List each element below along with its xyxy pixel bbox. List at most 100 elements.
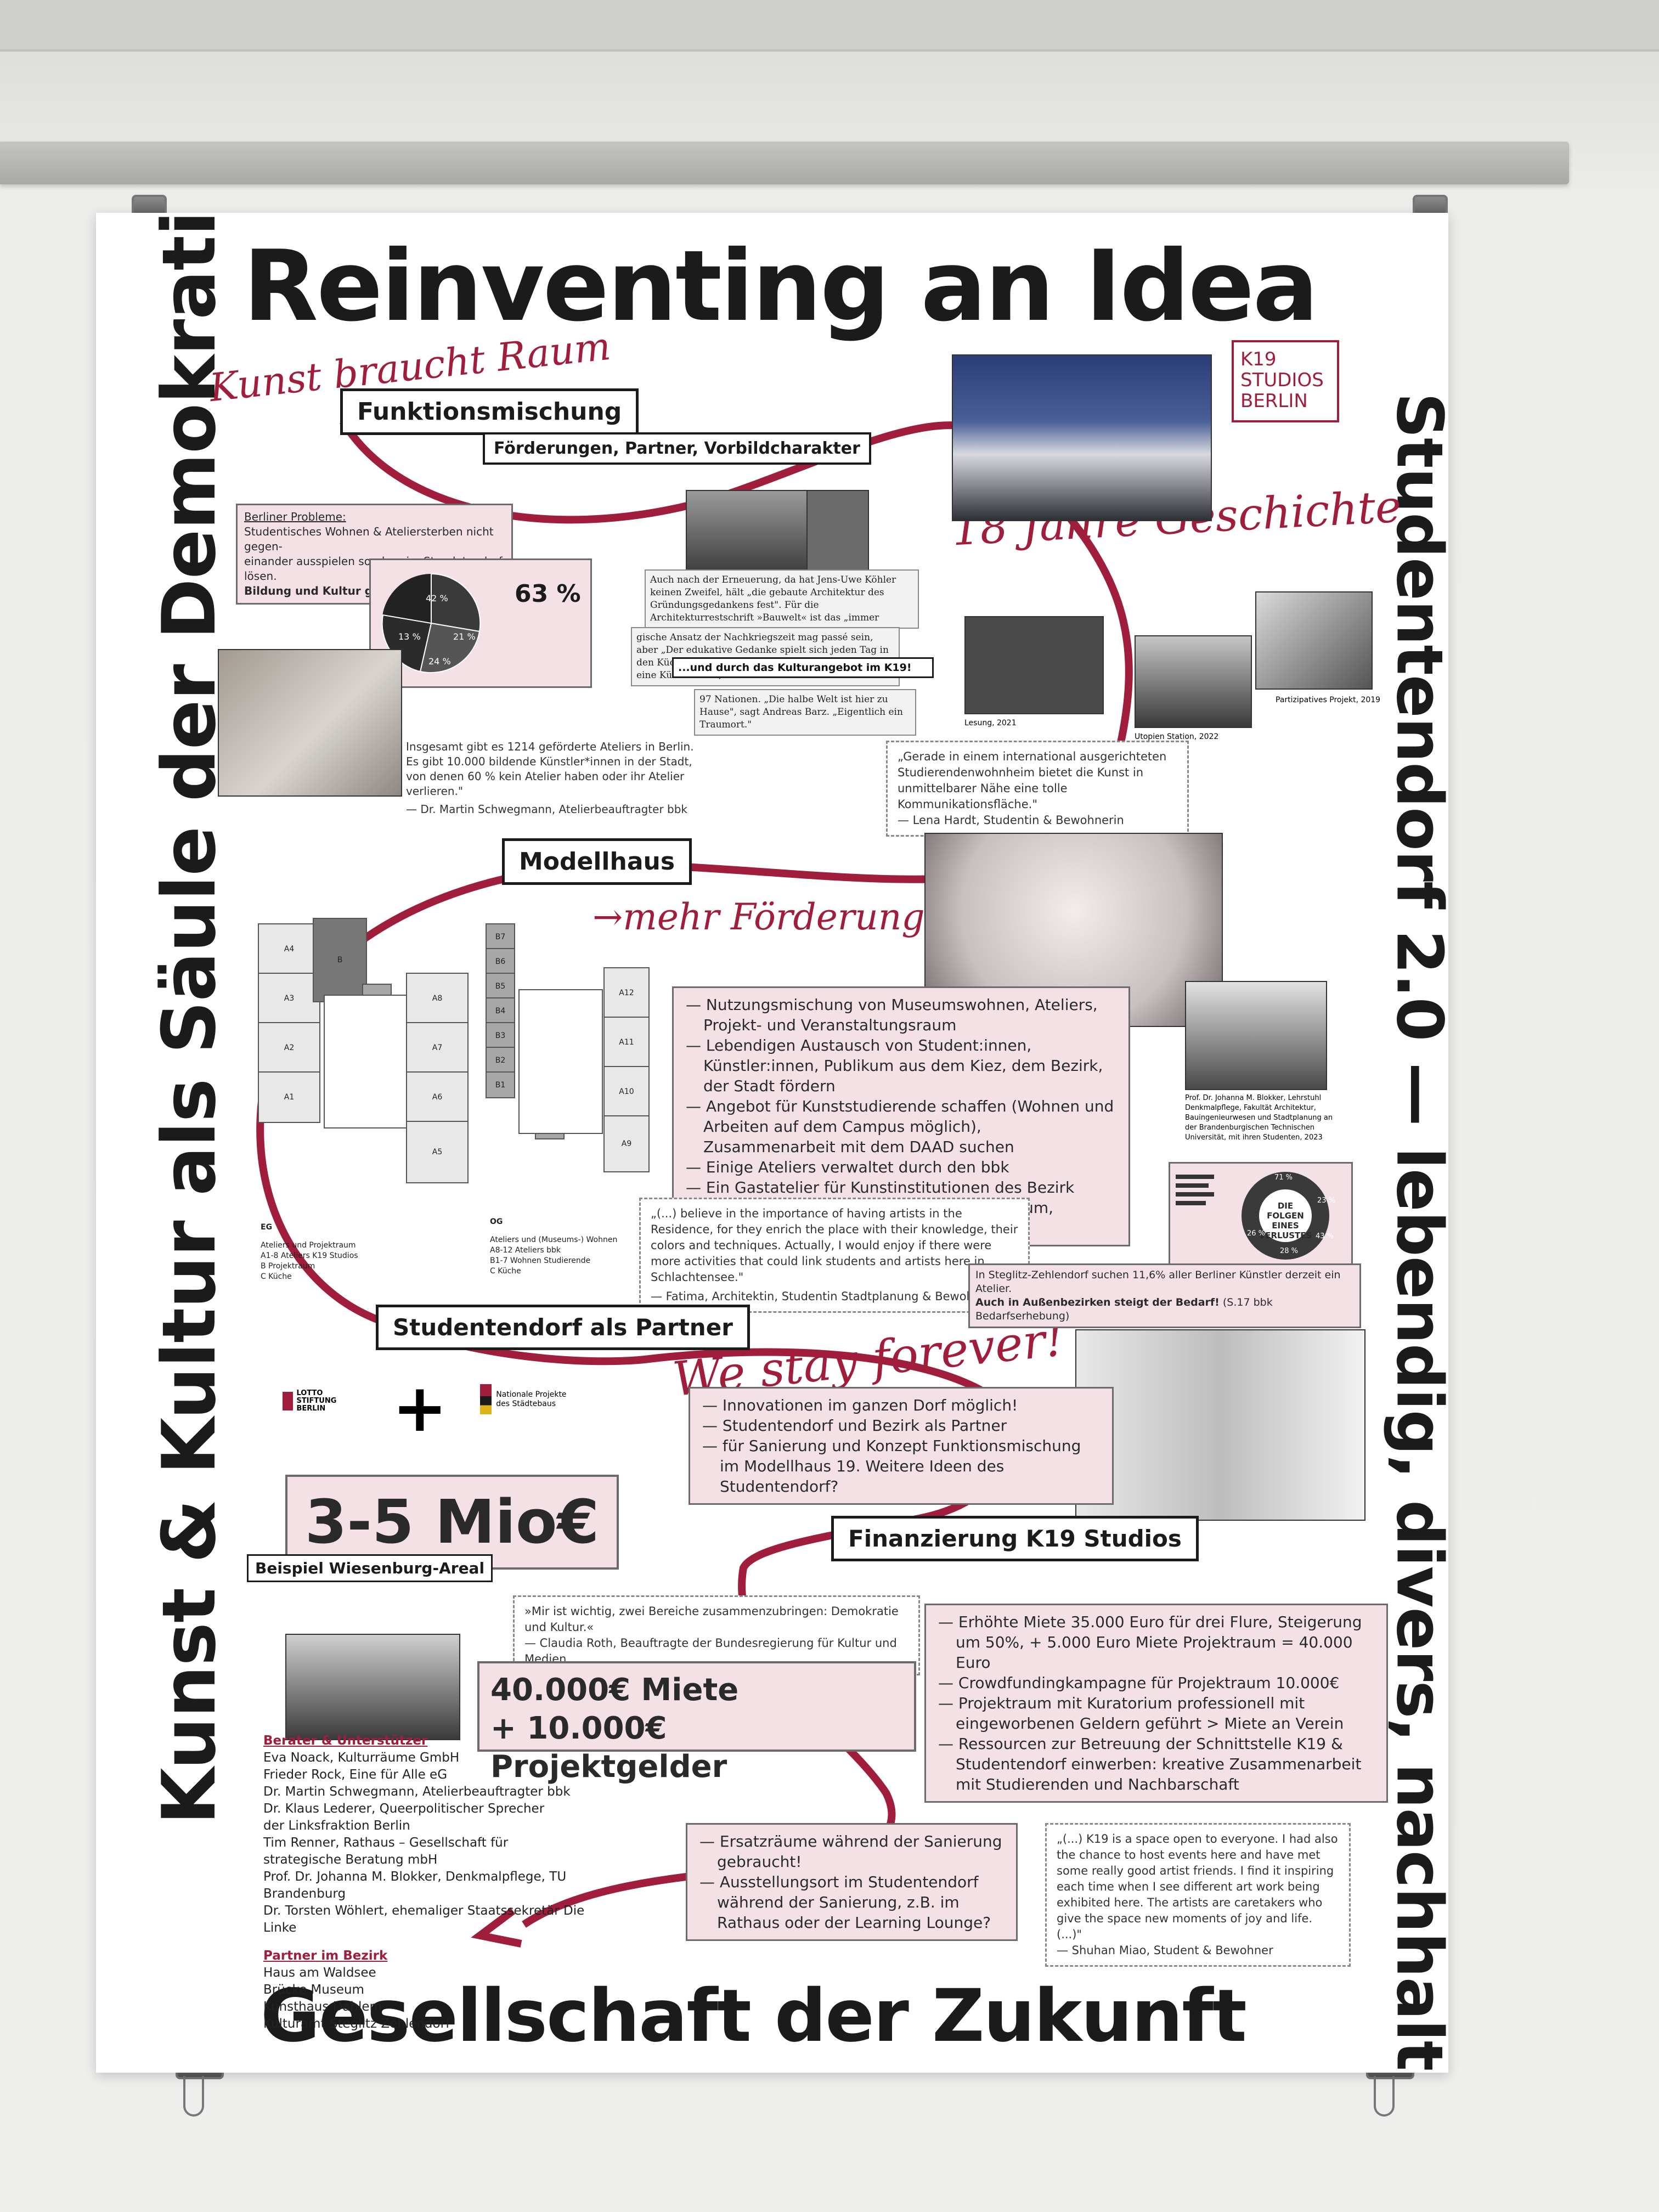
quote-shuhan-author: — Shuhan Miao, Student & Bewohner <box>1057 1944 1273 1957</box>
pie-value-4: 13 % <box>398 631 421 642</box>
caption-blokker: Prof. Dr. Johanna M. Blokker, Lehrstuhl … <box>1185 1094 1333 1142</box>
modell-item-1: — Nutzungsmischung von Museumswohnen, At… <box>686 996 1098 1034</box>
berater-2: Frieder Rock, Eine für Alle eG <box>263 1768 448 1782</box>
plan-eg-legend: EG Ateliers und Projektraum A1-8 Atelier… <box>261 1222 358 1282</box>
hanging-rail <box>0 142 1569 184</box>
miete-line-1: 40.000€ Miete <box>490 1672 739 1708</box>
photo-blokker-students <box>1185 981 1327 1090</box>
photo-lesung <box>964 616 1104 714</box>
folgen-value-5: 28 % <box>1280 1247 1299 1255</box>
caption-lesung: Lesung, 2021 <box>964 719 1017 727</box>
berater-7: strategische Beratung mbH <box>263 1853 438 1867</box>
plan-og-line-2: A8-12 Ateliers bbk <box>490 1246 561 1255</box>
quote-fatima: „(...) believe in the importance of havi… <box>639 1198 1030 1313</box>
caption-utopien: Utopien Station, 2022 <box>1135 732 1219 741</box>
partner-item-3: — für Sanierung und Konzept Funktionsmis… <box>702 1437 1081 1496</box>
berater-3: Dr. Martin Schwegmann, Atelierbeauftragt… <box>263 1785 571 1799</box>
berliner-line-1: Berliner Probleme: <box>244 510 346 523</box>
plan-eg-line-1: Ateliers und Projektraum <box>261 1241 356 1250</box>
newspaper-clip-3: 97 Nationen. „Die halbe Welt ist hier zu… <box>694 689 916 736</box>
quote-fatima-author: — Fatima, Architektin, Studentin Stadtpl… <box>651 1290 1003 1303</box>
finanz-item-1: — Erhöhte Miete 35.000 Euro für drei Flu… <box>938 1613 1362 1672</box>
photo-atelier-interior <box>218 649 402 797</box>
plan-og-legend: OG Ateliers und (Museums-) Wohnen A8-12 … <box>490 1217 617 1277</box>
plan-og-line-4: C Küche <box>490 1267 521 1276</box>
photo-k19-building <box>952 354 1212 521</box>
newspaper-clip-1: Auch nach der Erneuerung, da hat Jens-Uw… <box>645 569 919 629</box>
label-wiesenburg: Beispiel Wiesenburg-Areal <box>247 1554 493 1582</box>
poster-title: Reinventing an Idea <box>243 229 1318 343</box>
plus-sign: + <box>392 1370 448 1447</box>
berater-1: Eva Noack, Kulturräume GmbH <box>263 1751 460 1765</box>
berater-4: Dr. Klaus Lederer, Queerpolitischer Spre… <box>263 1802 545 1816</box>
npds-logo-text: Nationale Projekte des Städtebaus <box>496 1390 567 1408</box>
berater-title: Berater & Unterstützer <box>263 1734 428 1748</box>
finanz-item-2: — Crowdfundingkampagne für Projektraum 1… <box>938 1674 1340 1692</box>
folgen-value-3: 26 % <box>1247 1229 1266 1238</box>
newspaper-highlight: ...und durch das Kulturangebot im K19! <box>672 657 934 678</box>
photo-gallery-corridor <box>1075 1329 1365 1521</box>
quote-shuhan: „(...) K19 is a space open to everyone. … <box>1045 1823 1351 1967</box>
partner-item-1: — Innovationen im ganzen Dorf möglich! <box>702 1396 1018 1414</box>
partner-item-2: — Studentendorf und Bezirk als Partner <box>702 1417 1007 1435</box>
folgen-chart-box: DIE FOLGEN EINES VERLUSTES 71 % 23 % 26 … <box>1169 1162 1353 1267</box>
logo-line-2: STUDIOS <box>1240 369 1324 391</box>
berater-block: Berater & Unterstützer Eva Noack, Kultur… <box>263 1733 603 2033</box>
window-frame <box>0 0 1659 52</box>
berater-5: der Linksfraktion Berlin <box>263 1819 410 1833</box>
finanz-item-3: — Projektraum mit Kuratorium professione… <box>938 1694 1344 1733</box>
steglitz-box: In Steglitz-Zehlendorf suchen 11,6% alle… <box>968 1263 1361 1328</box>
pie-chart-box: 42 % 21 % 24 % 13 % 63 % <box>369 558 592 688</box>
label-foerderungen: Förderungen, Partner, Vorbildcharakter <box>483 432 871 465</box>
finanz-item-4: — Ressourcen zur Betreuung der Schnittst… <box>938 1735 1362 1793</box>
miete-box: 40.000€ Miete + 10.000€ Projektgelder <box>477 1661 916 1785</box>
quote-hardt-text: „Gerade in einem international ausgerich… <box>898 750 1167 811</box>
modell-item-2: — Lebendigen Austausch von Student:innen… <box>686 1036 1103 1095</box>
plan-eg-line-2: A1-8 Ateliers K19 Studios <box>261 1251 358 1260</box>
plan-eg-line-3: B Projektraum <box>261 1262 315 1271</box>
steglitz-line-3: (S.17 bbk Bedarfserhebung) <box>975 1296 1273 1322</box>
lotto-logo-mark <box>283 1392 294 1410</box>
berliner-line-2: Studentisches Wohnen & Ateliersterben ni… <box>244 525 494 553</box>
quote-schwegmann: Insgesamt gibt es 1214 geförderte Atelie… <box>406 740 697 817</box>
berater-6: Tim Renner, Rathaus – Gesellschaft für <box>263 1836 509 1850</box>
quote-hardt: „Gerade in einem international ausgerich… <box>886 741 1189 837</box>
modell-item-3: — Angebot für Kunststudierende schaffen … <box>686 1097 1114 1156</box>
steglitz-line-1: In Steglitz-Zehlendorf suchen 11,6% alle… <box>975 1269 1341 1295</box>
berater-8: Prof. Dr. Johanna M. Blokker, Denkmalpfl… <box>263 1870 567 1901</box>
lotto-logo: LOTTO STIFTUNG BERLIN <box>283 1390 354 1413</box>
logo-line-3: BERLIN <box>1240 390 1308 412</box>
quote-hardt-author: — Lena Hardt, Studentin & Bewohnerin <box>898 814 1124 827</box>
plan-og-line-1: Ateliers und (Museums-) Wohnen <box>490 1235 618 1244</box>
berater-9: Dr. Torsten Wöhlert, ehemaliger Staatsse… <box>263 1904 585 1935</box>
quote-roth-text: »Mir ist wichtig, zwei Bereiche zusammen… <box>524 1605 899 1634</box>
photo-portrait <box>806 490 869 574</box>
label-funktionsmischung: Funktionsmischung <box>340 388 639 435</box>
folgen-value-1: 71 % <box>1274 1173 1293 1182</box>
quote-fatima-text: „(...) believe in the importance of havi… <box>651 1207 1018 1284</box>
pie-value-3: 24 % <box>428 656 451 667</box>
bezirk-4: Kulturamt Steglitz Zehlendorf <box>263 2017 450 2031</box>
left-vertical-title: Kunst & Kultur als Säule der Demokratie <box>146 213 232 1825</box>
npds-logo-mark <box>480 1384 492 1414</box>
plan-og-label: OG <box>490 1217 503 1226</box>
floor-plan-og: B7 B6 B5 B4 B3 B2 B1 C A12 A11 A10 A9 <box>486 923 667 1192</box>
plan-eg-label: EG <box>261 1223 273 1232</box>
logo-line-1: K19 <box>1240 348 1277 370</box>
right-vertical-title: Studentendorf 2.0 — lebendig, divers, na… <box>1382 392 1449 2073</box>
folgen-center-label: DIE FOLGEN EINES VERLUSTES <box>1259 1201 1312 1240</box>
pie-big-value: 63 % <box>515 580 581 608</box>
mio-amount: 3-5 Mio€ <box>285 1475 619 1570</box>
modell-item-4: — Einige Ateliers verwaltet durch den bb… <box>686 1158 1009 1176</box>
caption-partizipativ: Partizipatives Projekt, 2019 <box>1276 696 1381 704</box>
berliner-probleme-box: Berliner Probleme: Studentisches Wohnen … <box>236 504 513 605</box>
floor-plan-eg: A4 A3 A2 A1 B C A8 A7 A6 A5 <box>258 918 472 1192</box>
photo-utopien <box>1135 635 1252 728</box>
steglitz-line-2: Auch in Außenbezirken steigt der Bedarf! <box>975 1296 1220 1308</box>
nationale-projekte-logo: Nationale Projekte des Städtebaus <box>480 1384 579 1414</box>
folgen-value-4: 43 % <box>1316 1232 1334 1240</box>
bezirk-title: Partner im Bezirk <box>263 1949 388 1963</box>
miete-line-2: + 10.000€ Projektgelder <box>490 1711 727 1785</box>
folgen-value-2: 23 % <box>1317 1197 1336 1205</box>
bezirk-2: Brücke Museum <box>263 1983 364 1997</box>
